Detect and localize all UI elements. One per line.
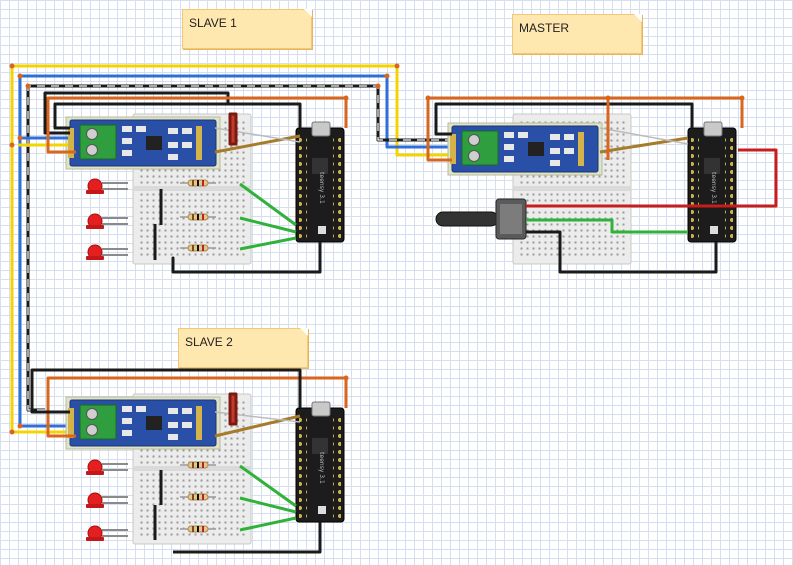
master-circuit [426, 96, 778, 274]
slave-2-led-2 [85, 492, 129, 509]
slave-1-led-3 [85, 244, 129, 261]
note-master-label: MASTER [519, 21, 570, 35]
note-slave-2[interactable]: SLAVE 2 [178, 328, 308, 368]
slave-1-teensy-board [295, 121, 345, 243]
note-slave-1-label: SLAVE 1 [189, 16, 237, 30]
slave-2-circuit [30, 368, 348, 554]
slave-1-led-2 [85, 213, 129, 230]
note-master[interactable]: MASTER [512, 14, 642, 54]
slave-2-led-3 [85, 525, 129, 542]
master-potentiometer [435, 198, 527, 240]
slave-2-led-1 [85, 459, 129, 476]
slave-1-led-1 [85, 178, 129, 195]
slave-1-circuit [18, 91, 348, 274]
master-teensy-board [687, 121, 737, 243]
note-slave-2-label: SLAVE 2 [185, 335, 233, 349]
junction-dots [9, 63, 745, 435]
note-slave-1[interactable]: SLAVE 1 [182, 9, 312, 49]
slave-2-teensy-board [295, 401, 345, 523]
slave-1-rs485-module [65, 116, 221, 170]
master-rs485-module [447, 122, 603, 176]
slave-2-rs485-module [65, 396, 221, 450]
